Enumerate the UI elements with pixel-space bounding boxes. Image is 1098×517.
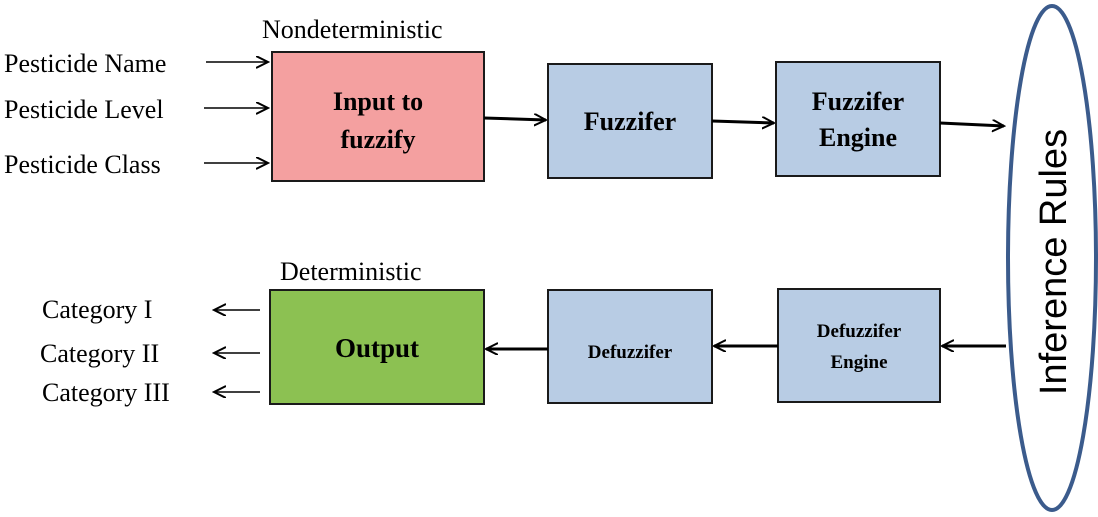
arrow-engine-to-inference	[939, 123, 1004, 126]
fuzzifier-box	[547, 63, 713, 179]
output-label-cat3: Category III	[42, 378, 170, 407]
deterministic-header: Deterministic	[280, 257, 422, 286]
fuzzifier-engine-box	[775, 61, 941, 177]
inference-rules-ellipse	[1006, 4, 1098, 512]
input-label-class: Pesticide Class	[4, 150, 161, 179]
defuzzifier-box	[547, 289, 713, 404]
arrow-fuzzifier-to-engine	[711, 121, 774, 123]
input-label-level: Pesticide Level	[4, 95, 164, 124]
input-to-fuzzify-box	[271, 51, 485, 182]
defuzzifier-engine-line2: Engine	[830, 352, 887, 373]
arrow-input-to-fuzzifier	[483, 118, 546, 120]
output-box	[269, 289, 485, 405]
output-label-cat1: Category I	[42, 295, 152, 324]
output-label: Output	[335, 333, 419, 363]
fuzzifier-engine-line2: Engine	[819, 123, 897, 152]
defuzzifier-engine-line1: Defuzzifer	[817, 321, 902, 342]
input-box-line2: fuzzify	[340, 125, 415, 154]
fuzzifier-engine-line1: Fuzzifer	[812, 87, 904, 116]
fuzzifier-label: Fuzzifer	[584, 107, 676, 136]
defuzzifier-label: Defuzzifer	[588, 342, 673, 363]
input-label-name: Pesticide Name	[4, 49, 166, 78]
output-label-cat2: Category II	[40, 339, 159, 368]
nondeterministic-header: Nondeterministic	[262, 15, 443, 44]
defuzzifier-engine-box	[777, 288, 941, 403]
inference-rules-label: Inference Rules	[1033, 129, 1075, 395]
input-box-line1: Input to	[333, 87, 423, 116]
